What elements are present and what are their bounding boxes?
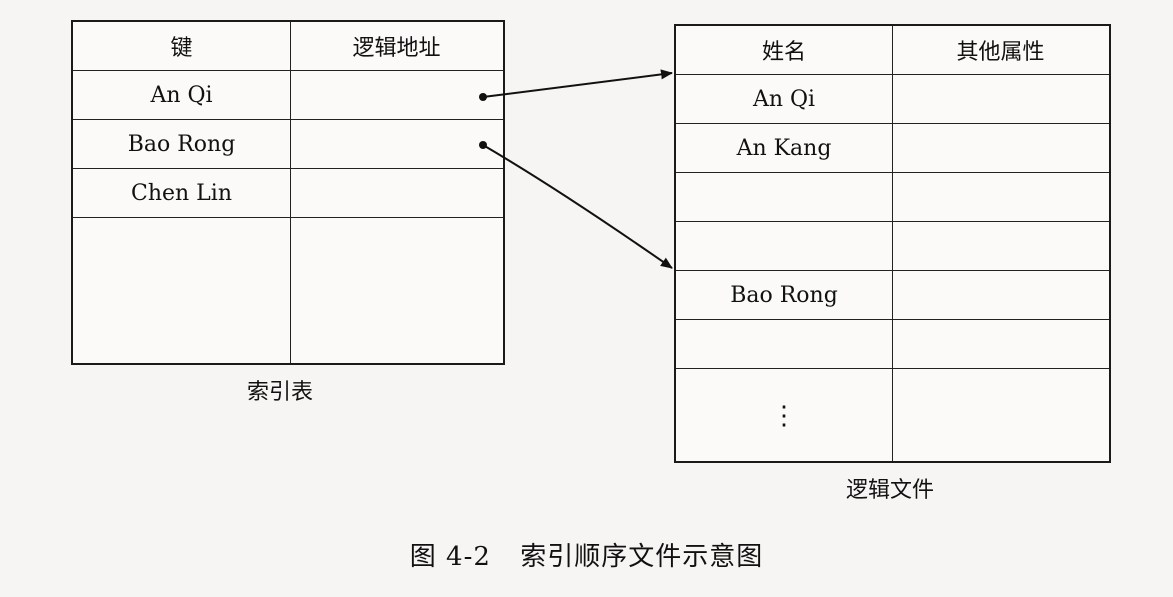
index-header-address: 逻辑地址 [352,36,441,61]
figure-title: 索引顺序文件示意图 [520,542,764,572]
index-table-row-rule [73,168,503,169]
logical-file-row-rule [676,368,1109,369]
index-key-cell: Chen Lin [131,181,232,206]
logical-file-caption: 逻辑文件 [845,478,934,503]
index-key-cell: An Qi [150,83,213,108]
index-table-header-rule [73,70,503,71]
logical-file-divider [892,26,893,461]
figure-caption: 图 4-2 索引顺序文件示意图 [0,536,1173,573]
logical-file-row-rule [676,221,1109,222]
logical-file-row-rule [676,123,1109,124]
index-key-cell: Bao Rong [127,132,236,157]
file-header-name: 姓名 [761,40,806,65]
index-table: 键 逻辑地址 An Qi Bao Rong Chen Lin [71,20,505,365]
logical-file-table: 姓名 其他属性 An Qi An Kang Bao Rong ⋮ [674,24,1111,463]
index-header-key: 键 [170,36,193,61]
figure-number: 图 4-2 [409,542,491,572]
index-table-row-rule [73,217,503,218]
logical-file-row-rule [676,270,1109,271]
index-table-caption: 索引表 [246,380,313,405]
pointer-arrow-an-qi [482,69,673,98]
logical-file-row-rule [676,172,1109,173]
logical-file-row-rule [676,319,1109,320]
logical-file-header-rule [676,74,1109,75]
pointer-arrow-bao-rong [482,144,673,269]
index-table-divider [290,22,291,363]
file-header-attributes: 其他属性 [956,40,1045,65]
ellipsis-vertical-icon: ⋮ [771,400,797,431]
file-name-cell: An Qi [752,87,816,112]
file-name-cell: Bao Rong [730,283,838,308]
file-name-cell: An Kang [736,136,832,161]
index-table-row-rule [73,119,503,120]
